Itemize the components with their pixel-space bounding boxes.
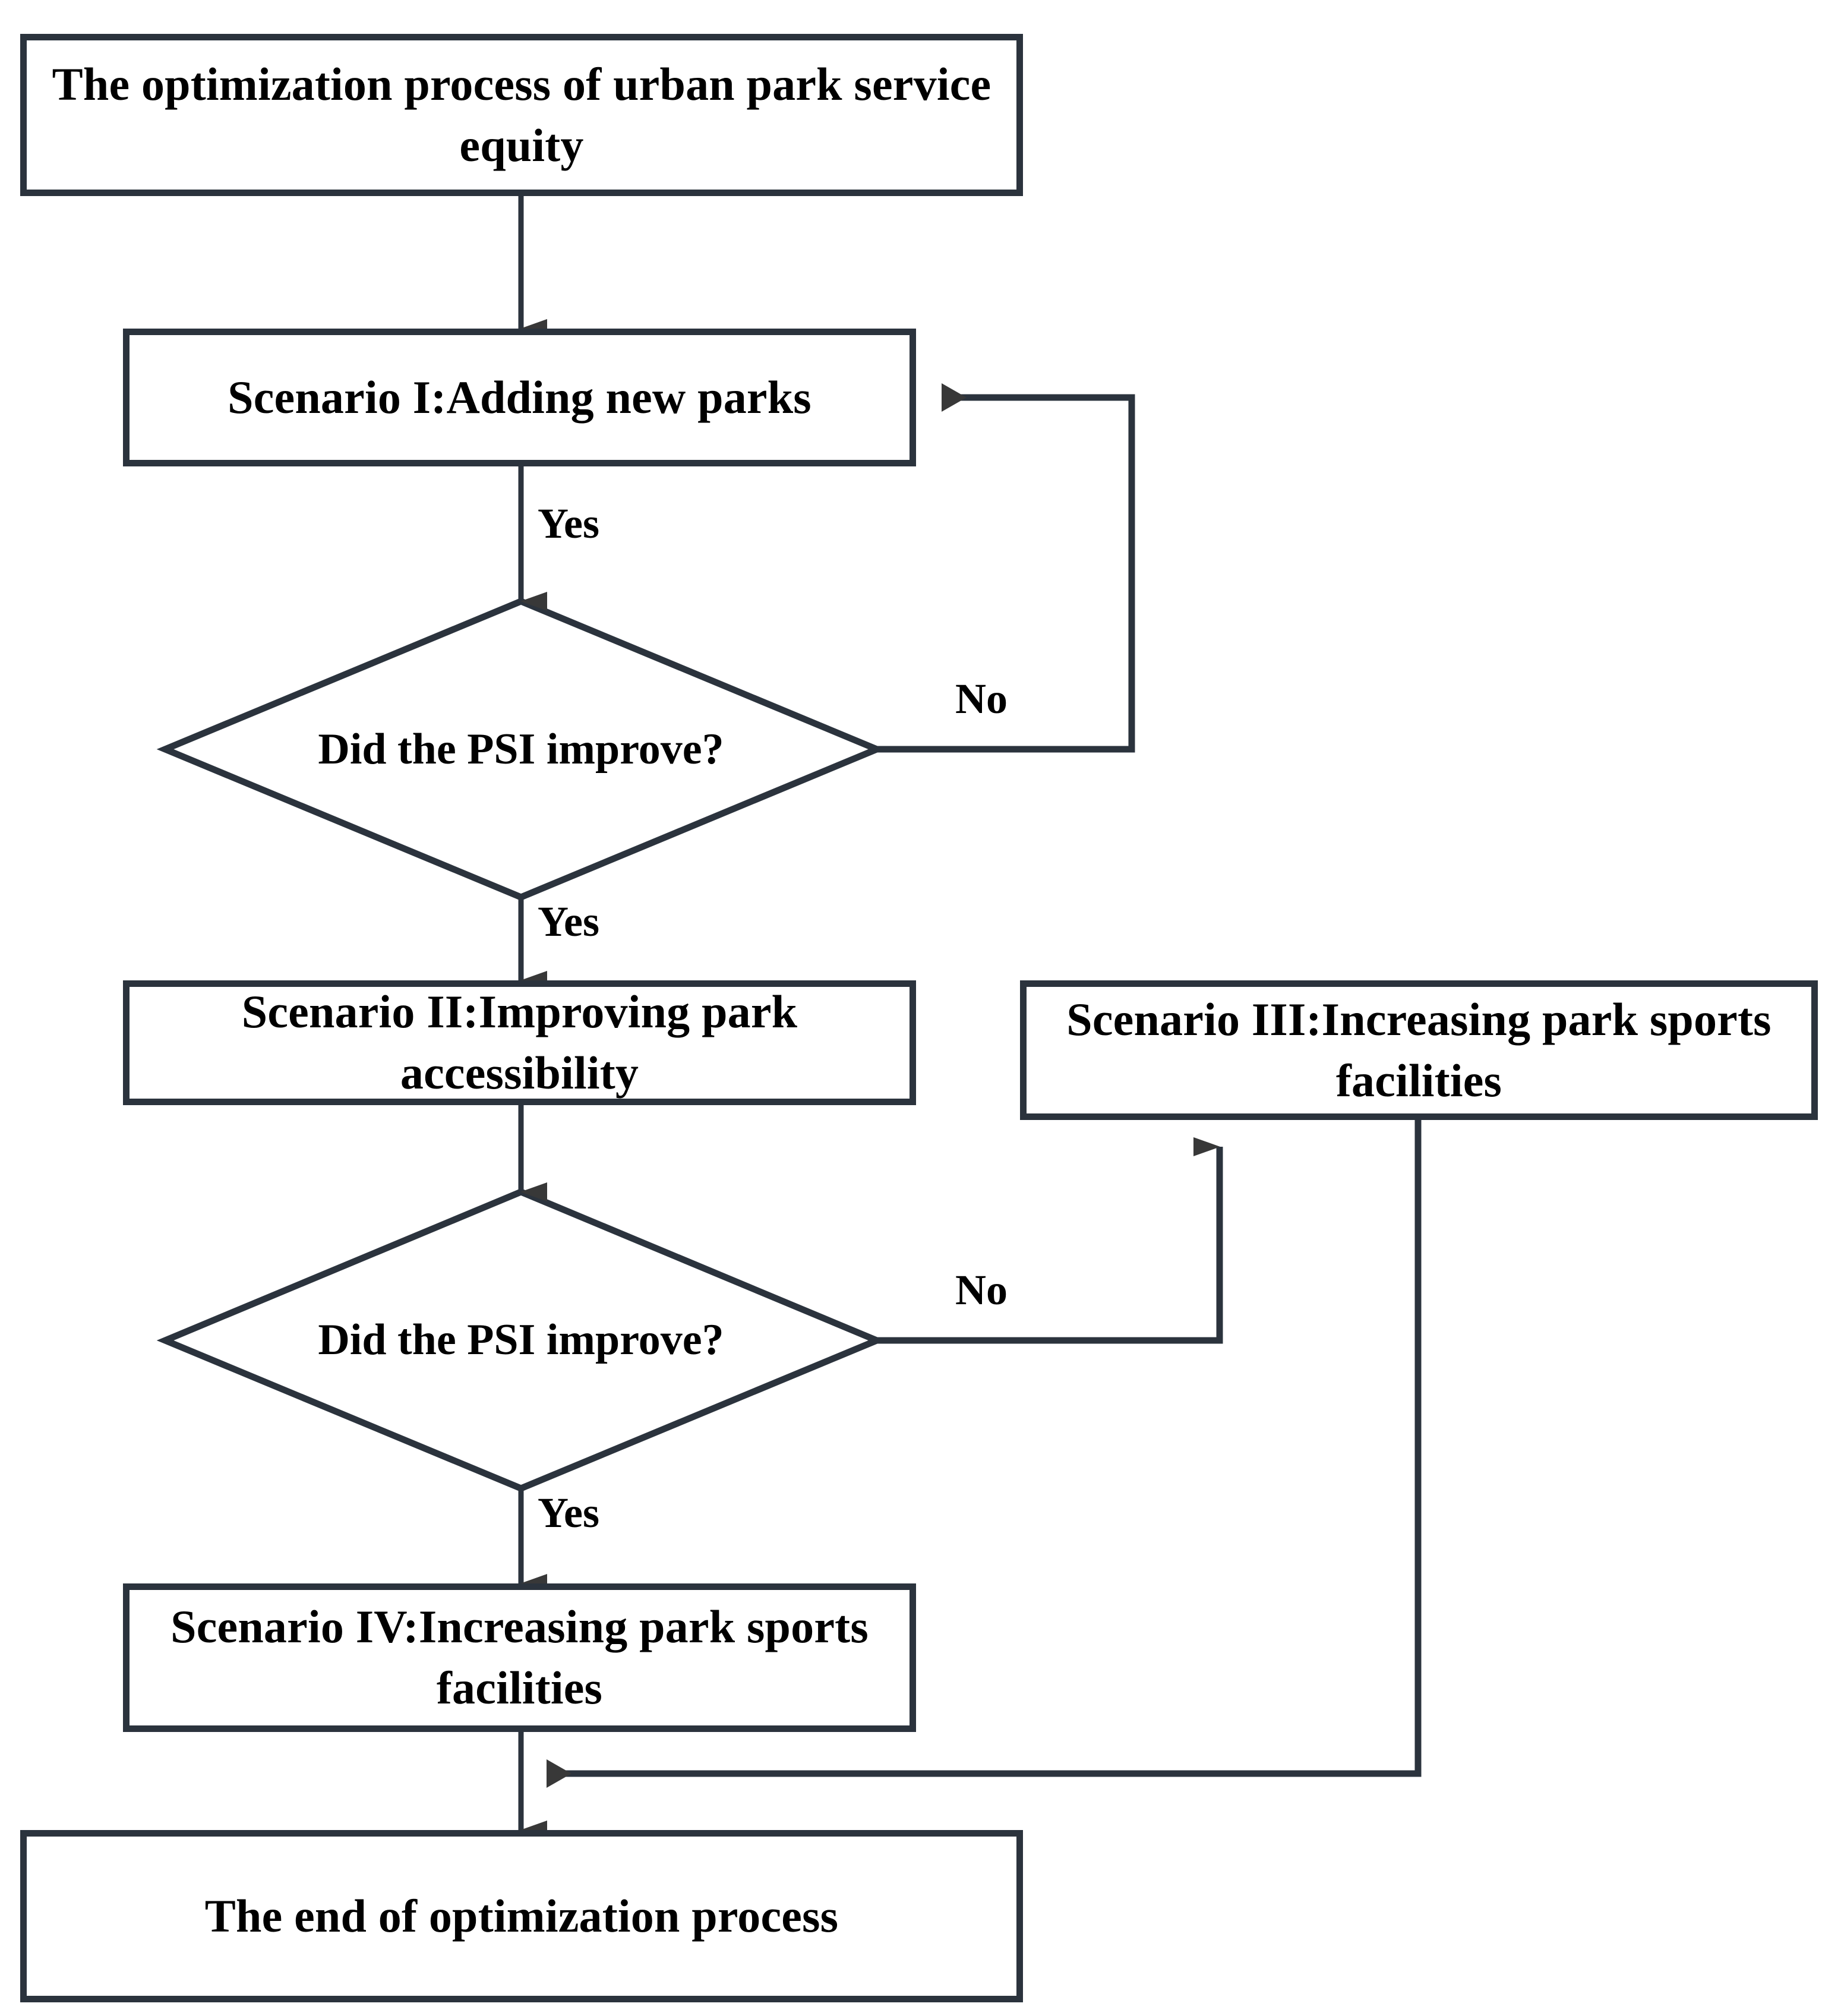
edge-label-decision1-yes: Yes bbox=[538, 898, 599, 945]
node-end[interactable]: The end of optimization process bbox=[20, 1830, 1023, 2002]
edge-label-decision1-no: No bbox=[955, 675, 1008, 723]
node-start-label: The optimization process of urban park s… bbox=[52, 58, 991, 171]
node-decision2[interactable]: Did the PSI improve? bbox=[165, 1192, 877, 1488]
node-scenario2[interactable]: Scenario II:Improving park accessibility bbox=[123, 980, 916, 1105]
node-scenario4[interactable]: Scenario IV:Increasing park sports facil… bbox=[123, 1583, 916, 1732]
node-decision2-label: Did the PSI improve? bbox=[318, 1315, 724, 1365]
node-scenario1-label: Scenario I:Adding new parks bbox=[228, 371, 811, 423]
node-scenario3-label: Scenario III:Increasing park sports faci… bbox=[1066, 993, 1771, 1106]
node-scenario4-label: Scenario IV:Increasing park sports facil… bbox=[170, 1601, 869, 1714]
node-decision1-label: Did the PSI improve? bbox=[318, 724, 724, 774]
edge-decision2-no-to-scenario3 bbox=[877, 1137, 1223, 1344]
node-scenario2-label: Scenario II:Improving park accessibility bbox=[241, 986, 798, 1099]
node-end-label: The end of optimization process bbox=[204, 1889, 839, 1942]
edge-label-decision2-no: No bbox=[955, 1266, 1008, 1314]
node-scenario3[interactable]: Scenario III:Increasing park sports faci… bbox=[1020, 980, 1818, 1120]
node-scenario1[interactable]: Scenario I:Adding new parks bbox=[123, 329, 916, 466]
edge-label-scenario1-yes: Yes bbox=[538, 500, 599, 547]
node-decision1[interactable]: Did the PSI improve? bbox=[165, 601, 877, 897]
node-start[interactable]: The optimization process of urban park s… bbox=[20, 34, 1023, 196]
edge-label-decision2-yes: Yes bbox=[538, 1489, 599, 1537]
